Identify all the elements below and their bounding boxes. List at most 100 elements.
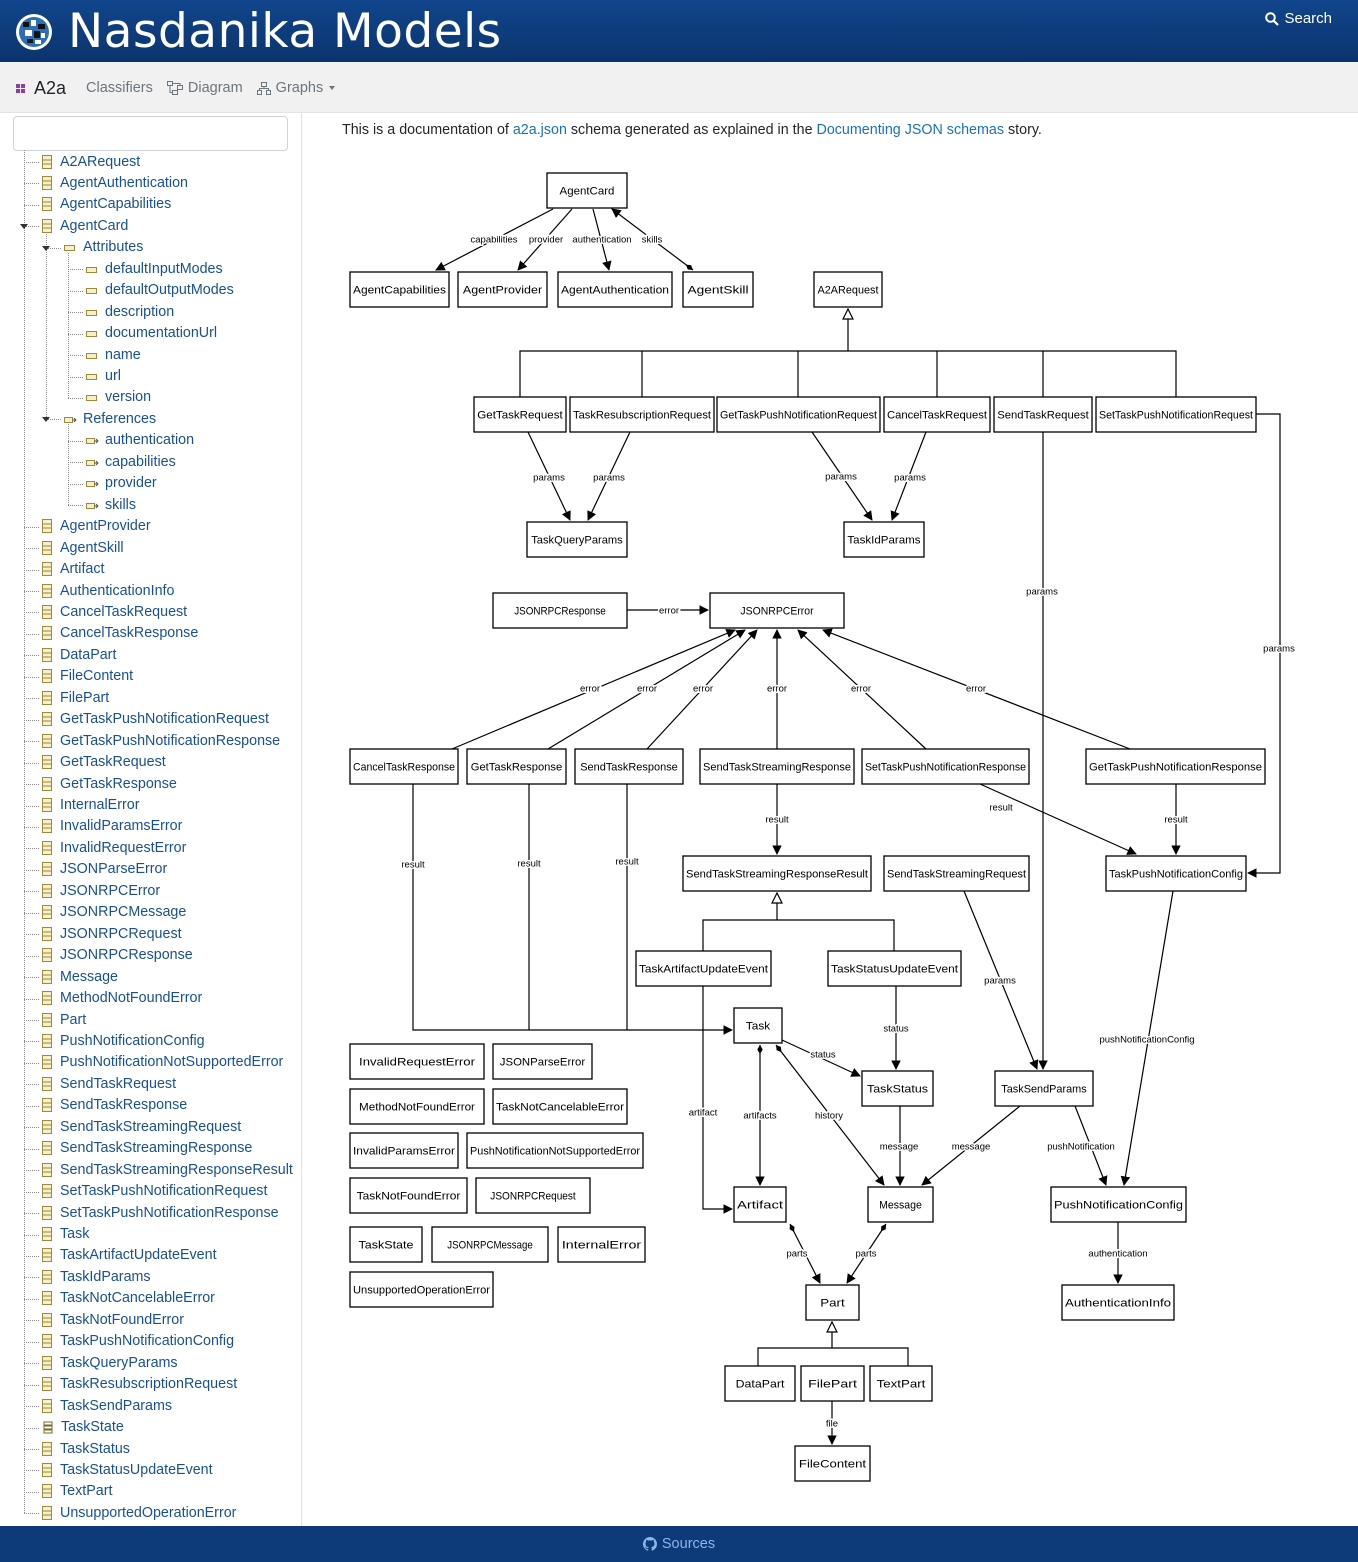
- diagram-node-get-task-request[interactable]: GetTaskRequest: [473, 396, 567, 433]
- diagram-node-agent-authentication[interactable]: AgentAuthentication: [557, 271, 673, 308]
- nav-classifiers[interactable]: Classifiers: [86, 80, 153, 96]
- tree-item-cancel-task-response[interactable]: CancelTaskResponse: [42, 623, 198, 644]
- tree-item-invalid-request-error[interactable]: InvalidRequestError: [42, 837, 186, 858]
- model-title[interactable]: A2a: [16, 78, 66, 99]
- tree-item-agent-card[interactable]: AgentCard: [42, 215, 128, 236]
- diagram-node-send-task-streaming-request[interactable]: SendTaskStreamingRequest: [883, 855, 1030, 892]
- tree-item-method-not-found-error[interactable]: MethodNotFoundError: [42, 988, 202, 1009]
- search-link[interactable]: Search: [1265, 10, 1332, 27]
- diagram-node-task-status-update-event[interactable]: TaskStatusUpdateEvent: [827, 950, 962, 987]
- tree-item-task-not-found-error[interactable]: TaskNotFoundError: [42, 1309, 184, 1330]
- tree-item-j-s-o-n-r-p-c-request[interactable]: JSONRPCRequest: [42, 923, 182, 944]
- nav-diagram[interactable]: Diagram: [166, 80, 243, 96]
- diagram-node-a2-arequest[interactable]: A2ARequest: [813, 271, 883, 308]
- diagram-node-text-part[interactable]: TextPart: [869, 1365, 933, 1402]
- nav-graphs-dropdown[interactable]: Graphs: [256, 80, 336, 96]
- tree-item-push-notification-not-supported-error[interactable]: PushNotificationNotSupportedError: [42, 1052, 283, 1073]
- tree-item-agent-capabilities[interactable]: AgentCapabilities: [42, 194, 171, 215]
- tree-item-artifact[interactable]: Artifact: [42, 559, 105, 580]
- diagram-node-task-artifact-update-event[interactable]: TaskArtifactUpdateEvent: [635, 950, 772, 987]
- tree-item-default-output-modes[interactable]: defaultOutputModes: [86, 280, 234, 301]
- diagram-node-push-notification-config[interactable]: PushNotificationConfig: [1050, 1186, 1187, 1223]
- expand-toggle-icon[interactable]: [42, 245, 50, 251]
- diagram-node-jsonrpcrequest[interactable]: JSONRPCRequest: [475, 1177, 591, 1214]
- diagram-node-data-part[interactable]: DataPart: [724, 1365, 796, 1402]
- tree-item-j-s-o-n-parse-error[interactable]: JSONParseError: [42, 859, 167, 880]
- diagram-node-send-task-request[interactable]: SendTaskRequest: [993, 396, 1093, 433]
- diagram-node-file-content[interactable]: FileContent: [794, 1445, 871, 1482]
- diagram-node-task-send-params[interactable]: TaskSendParams: [994, 1070, 1094, 1107]
- tree-item-agent-provider[interactable]: AgentProvider: [42, 516, 151, 537]
- tree-item-message[interactable]: Message: [42, 966, 118, 987]
- diagram-node-task-query-params[interactable]: TaskQueryParams: [526, 521, 628, 558]
- schema-link[interactable]: a2a.json: [512, 122, 567, 138]
- diagram-node-task-resubscription-request[interactable]: TaskResubscriptionRequest: [569, 396, 715, 433]
- tree-item-agent-skill[interactable]: AgentSkill: [42, 537, 124, 558]
- diagram-node-authentication-info[interactable]: AuthenticationInfo: [1061, 1284, 1175, 1321]
- tree-item-task-query-params[interactable]: TaskQueryParams: [42, 1352, 178, 1373]
- tree-item-authentication-info[interactable]: AuthenticationInfo: [42, 580, 174, 601]
- tree-item-task-push-notification-config[interactable]: TaskPushNotificationConfig: [42, 1331, 234, 1352]
- tree-item-references[interactable]: References: [64, 408, 156, 429]
- tree-search-input[interactable]: [13, 116, 288, 151]
- diagram-node-task-not-found-error[interactable]: TaskNotFoundError: [349, 1177, 468, 1214]
- tree-item-a2-a-request[interactable]: A2ARequest: [42, 151, 140, 172]
- tree-item-j-s-o-n-r-p-c-error[interactable]: JSONRPCError: [42, 880, 160, 901]
- tree-item-get-task-push-notification-request[interactable]: GetTaskPushNotificationRequest: [42, 709, 269, 730]
- tree-item-default-input-modes[interactable]: defaultInputModes: [86, 258, 223, 279]
- tree-item-agent-authentication[interactable]: AgentAuthentication: [42, 172, 188, 193]
- diagram-node-task-push-notification-config[interactable]: TaskPushNotificationConfig: [1105, 855, 1247, 892]
- tree-item-documentation-url[interactable]: documentationUrl: [86, 323, 217, 344]
- tree-item-get-task-push-notification-response[interactable]: GetTaskPushNotificationResponse: [42, 730, 280, 751]
- diagram-node-jsonrpcresponse[interactable]: JSONRPCResponse: [492, 592, 628, 629]
- tree-item-provider[interactable]: provider: [86, 473, 157, 494]
- tree-item-skills[interactable]: skills: [86, 494, 136, 515]
- diagram-node-task-status[interactable]: TaskStatus: [861, 1070, 934, 1107]
- diagram-node-get-task-response[interactable]: GetTaskResponse: [466, 748, 567, 785]
- story-link[interactable]: Documenting JSON schemas: [816, 122, 1005, 138]
- tree-item-name[interactable]: name: [86, 344, 141, 365]
- diagram-node-task[interactable]: Task: [733, 1007, 783, 1044]
- tree-item-internal-error[interactable]: InternalError: [42, 795, 139, 816]
- diagram-node-invalid-params-error[interactable]: InvalidParamsError: [349, 1132, 459, 1169]
- tree-item-task-resubscription-request[interactable]: TaskResubscriptionRequest: [42, 1374, 237, 1395]
- diagram-node-get-task-push-notification-request[interactable]: GetTaskPushNotificationRequest: [716, 396, 881, 433]
- tree-item-description[interactable]: description: [86, 301, 174, 322]
- tree-item-task-send-params[interactable]: TaskSendParams: [42, 1395, 172, 1416]
- diagram-node-agent-provider[interactable]: AgentProvider: [457, 271, 548, 308]
- tree-item-push-notification-config[interactable]: PushNotificationConfig: [42, 1030, 205, 1051]
- tree-item-task-status[interactable]: TaskStatus: [42, 1438, 130, 1459]
- tree-item-task-status-update-event[interactable]: TaskStatusUpdateEvent: [42, 1459, 213, 1480]
- diagram-node-part[interactable]: Part: [805, 1284, 860, 1321]
- diagram-node-artifact[interactable]: Artifact: [733, 1186, 787, 1223]
- tree-item-get-task-response[interactable]: GetTaskResponse: [42, 773, 177, 794]
- diagram-node-agent-capabilities[interactable]: AgentCapabilities: [349, 271, 450, 308]
- tree-item-send-task-streaming-response[interactable]: SendTaskStreamingResponse: [42, 1138, 252, 1159]
- tree-item-set-task-push-notification-request[interactable]: SetTaskPushNotificationRequest: [42, 1181, 267, 1202]
- tree-item-send-task-response[interactable]: SendTaskResponse: [42, 1095, 187, 1116]
- diagram-node-jsonrpcerror[interactable]: JSONRPCError: [709, 592, 845, 629]
- tree-item-task-not-cancelable-error[interactable]: TaskNotCancelableError: [42, 1288, 215, 1309]
- diagram-node-file-part[interactable]: FilePart: [800, 1365, 865, 1402]
- diagram-node-unsupported-operation-error[interactable]: UnsupportedOperationError: [349, 1271, 494, 1308]
- tree-item-url[interactable]: url: [86, 366, 121, 387]
- tree-item-cancel-task-request[interactable]: CancelTaskRequest: [42, 601, 187, 622]
- diagram-node-agent-card[interactable]: AgentCard: [546, 172, 628, 209]
- diagram-node-jsonparse-error[interactable]: JSONParseError: [492, 1043, 593, 1080]
- expand-toggle-icon[interactable]: [42, 417, 50, 423]
- diagram-node-set-task-push-notification-request[interactable]: SetTaskPushNotificationRequest: [1095, 396, 1257, 433]
- tree-item-version[interactable]: version: [86, 387, 151, 408]
- diagram-node-get-task-push-notification-response[interactable]: GetTaskPushNotificationResponse: [1085, 748, 1266, 785]
- diagram-node-cancel-task-request[interactable]: CancelTaskRequest: [883, 396, 991, 433]
- tree-item-task-artifact-update-event[interactable]: TaskArtifactUpdateEvent: [42, 1245, 217, 1266]
- tree-item-j-s-o-n-r-p-c-response[interactable]: JSONRPCResponse: [42, 945, 193, 966]
- diagram-node-set-task-push-notification-response[interactable]: SetTaskPushNotificationResponse: [861, 748, 1030, 785]
- tree-item-invalid-params-error[interactable]: InvalidParamsError: [42, 816, 182, 837]
- tree-item-send-task-request[interactable]: SendTaskRequest: [42, 1073, 176, 1094]
- diagram-node-send-task-response[interactable]: SendTaskResponse: [574, 748, 684, 785]
- tree-item-task-id-params[interactable]: TaskIdParams: [42, 1266, 151, 1287]
- tree-item-get-task-request[interactable]: GetTaskRequest: [42, 752, 166, 773]
- tree-item-j-s-o-n-r-p-c-message[interactable]: JSONRPCMessage: [42, 902, 186, 923]
- nasdanika-logo-icon[interactable]: [14, 12, 54, 52]
- tree-item-file-content[interactable]: FileContent: [42, 666, 133, 687]
